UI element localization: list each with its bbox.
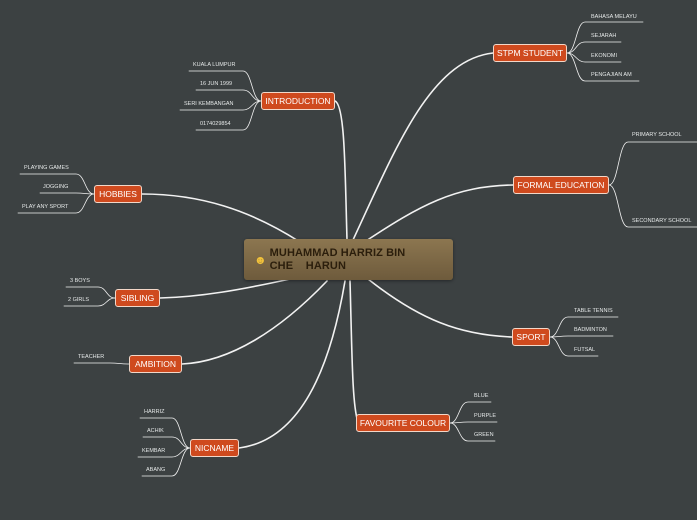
- leaf-pengajian-am: PENGAJIAN AM: [591, 72, 632, 78]
- leaf-kuala-lumpur: KUALA LUMPUR: [193, 62, 236, 68]
- leaf-connector: [17, 193, 95, 214]
- smiley-icon: ☻: [254, 252, 267, 267]
- leaf-connector: [19, 173, 95, 195]
- leaf-bahasa-melayu: BAHASA MELAYU: [591, 14, 637, 20]
- leaf-2-girls: 2 GIRLS: [68, 297, 90, 303]
- leaf-connector: [65, 286, 116, 299]
- topic-introduction[interactable]: INTRODUCTION: [261, 92, 335, 110]
- leaf-phone-number: 0174029854: [200, 121, 231, 127]
- leaf-connector: [142, 436, 191, 449]
- leaf-harriz: HARRIZ: [144, 409, 165, 415]
- leaf-playing-games: PLAYING GAMES: [24, 165, 69, 171]
- leaf-connector: [549, 335, 614, 338]
- topic-nicname[interactable]: NICNAME: [190, 439, 239, 457]
- branch-introduction: [334, 100, 348, 241]
- leaf-teacher: TEACHER: [78, 354, 105, 360]
- leaf-connector: [141, 447, 191, 477]
- topic-sibling[interactable]: SIBLING: [115, 289, 160, 307]
- leaf-connector: [449, 421, 498, 424]
- leaf-3-boys: 3 BOYS: [70, 278, 90, 284]
- leaf-abang: ABANG: [146, 467, 166, 473]
- leaf-connector: [449, 401, 492, 424]
- leaf-connector: [549, 336, 599, 357]
- leaf-connector: [566, 52, 640, 82]
- leaf-connector: [39, 192, 95, 195]
- topic-formal-education[interactable]: FORMAL EDUCATION: [513, 176, 609, 194]
- topic-stpm-student[interactable]: STPM STUDENT: [493, 44, 567, 62]
- leaf-connector: [188, 70, 262, 102]
- branch-ambition: [181, 280, 328, 365]
- branch-sibling: [159, 278, 291, 299]
- leaf-kembar: KEMBAR: [142, 448, 166, 454]
- leaf-ekonomi: EKONOMI: [591, 53, 617, 59]
- leaf-connector: [73, 362, 130, 365]
- branch-stpm-student: [352, 52, 494, 241]
- leaf-primary-school: PRIMARY SCHOOL: [632, 132, 682, 138]
- leaf-birth-date: 16 JUN 1999: [200, 81, 233, 87]
- leaf-connector: [449, 422, 496, 442]
- topic-hobbies[interactable]: HOBBIES: [94, 185, 142, 203]
- topic-favourite-colour[interactable]: FAVOURITE COLOUR: [356, 414, 450, 432]
- leaf-sejarah: SEJARAH: [591, 33, 617, 39]
- leaf-jogging: JOGGING: [43, 184, 69, 190]
- leaf-secondary-school: SECONDARY SCHOOL: [632, 218, 692, 224]
- leaf-play-any-sport: PLAY ANY SPORT: [22, 204, 69, 210]
- leaf-table-tennis: TABLE TENNIS: [574, 308, 613, 314]
- leaf-connector: [195, 89, 262, 102]
- leaf-connector: [608, 141, 697, 186]
- leaf-connector: [566, 52, 622, 63]
- leaf-connector: [63, 297, 116, 307]
- leaf-green: GREEN: [474, 432, 494, 438]
- leaf-connector: [608, 184, 697, 228]
- leaf-connector: [566, 21, 644, 54]
- leaf-achik: ACHIK: [147, 428, 164, 434]
- leaf-connector: [566, 41, 622, 54]
- leaf-blue: BLUE: [474, 393, 489, 399]
- leaf-futsal: FUTSAL: [574, 347, 596, 353]
- central-topic[interactable]: ☻ MUHAMMAD HARRIZ BIN CHE HARUN: [244, 239, 453, 280]
- topic-ambition[interactable]: AMBITION: [129, 355, 182, 373]
- branch-formal-education: [362, 184, 514, 244]
- branch-favourite-colour: [349, 280, 359, 423]
- branch-hobbies: [141, 193, 301, 243]
- central-topic-title: MUHAMMAD HARRIZ BIN CHE HARUN: [269, 246, 406, 272]
- leaf-connector: [137, 447, 191, 458]
- leaf-connector: [549, 316, 619, 338]
- leaf-seri-kembangan: SERI KEMBANGAN: [184, 101, 234, 107]
- leaf-connector: [139, 417, 191, 449]
- branch-sport: [367, 278, 513, 338]
- topic-sport[interactable]: SPORT: [512, 328, 550, 346]
- leaf-badminton: BADMINTON: [574, 327, 607, 333]
- leaf-connector: [195, 100, 262, 131]
- branch-nicname: [238, 280, 346, 449]
- leaf-connector: [179, 100, 262, 111]
- leaf-purple: PURPLE: [474, 413, 497, 419]
